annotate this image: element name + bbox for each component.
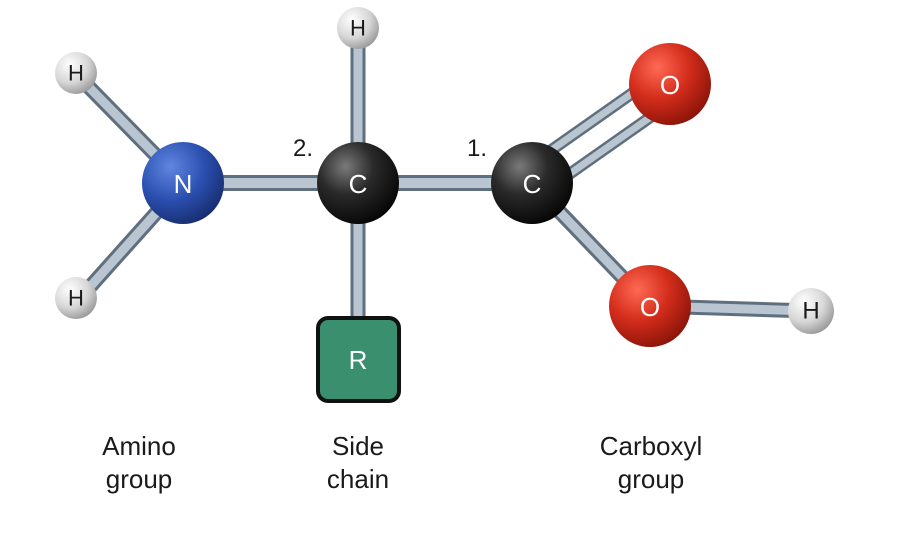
atom-h-n-top-label: H <box>68 61 84 86</box>
atom-h-n-bottom: H <box>55 277 97 319</box>
atom-h-hydroxyl-label: H <box>802 298 819 325</box>
side-chain-group-label-line-2: chain <box>326 464 390 494</box>
atom-oxygen-hydroxyl-label: O <box>640 292 660 322</box>
side-chain-box: R <box>316 316 401 403</box>
side-chain-label: R <box>349 345 368 375</box>
atom-oxygen-double: O <box>629 43 711 125</box>
amino-group-label-line-1: Amino <box>102 431 176 461</box>
atom-nitrogen: N <box>142 142 224 224</box>
atom-alpha-carbon: C <box>317 142 399 224</box>
alpha-carbon-number: 2. <box>293 135 313 162</box>
atom-nitrogen-label: N <box>174 169 193 199</box>
amino-group-label: Amino group <box>39 430 239 496</box>
atom-oxygen-hydroxyl: O <box>609 265 691 347</box>
atom-carboxyl-carbon-label: C <box>523 169 542 199</box>
carboxyl-carbon-number: 1. <box>467 135 487 162</box>
amino-group-label-line-2: group <box>105 464 173 494</box>
atom-h-n-top: H <box>55 52 97 94</box>
atom-h-alpha: H <box>337 7 379 49</box>
carboxyl-group-label: Carboxyl group <box>551 430 751 496</box>
carboxyl-group-label-line-2: group <box>617 464 685 494</box>
atom-oxygen-double-label: O <box>660 70 680 100</box>
atom-carboxyl-carbon: C <box>491 142 573 224</box>
carboxyl-group-label-line-1: Carboxyl <box>599 431 703 461</box>
side-chain-group-label: Side chain <box>258 430 458 496</box>
side-chain-group-label-line-1: Side <box>331 431 385 461</box>
atom-h-n-bottom-label: H <box>68 286 84 311</box>
atom-h-hydroxyl: H <box>788 288 834 334</box>
atom-alpha-carbon-label: C <box>349 169 368 199</box>
atom-h-alpha-label: H <box>350 16 366 41</box>
